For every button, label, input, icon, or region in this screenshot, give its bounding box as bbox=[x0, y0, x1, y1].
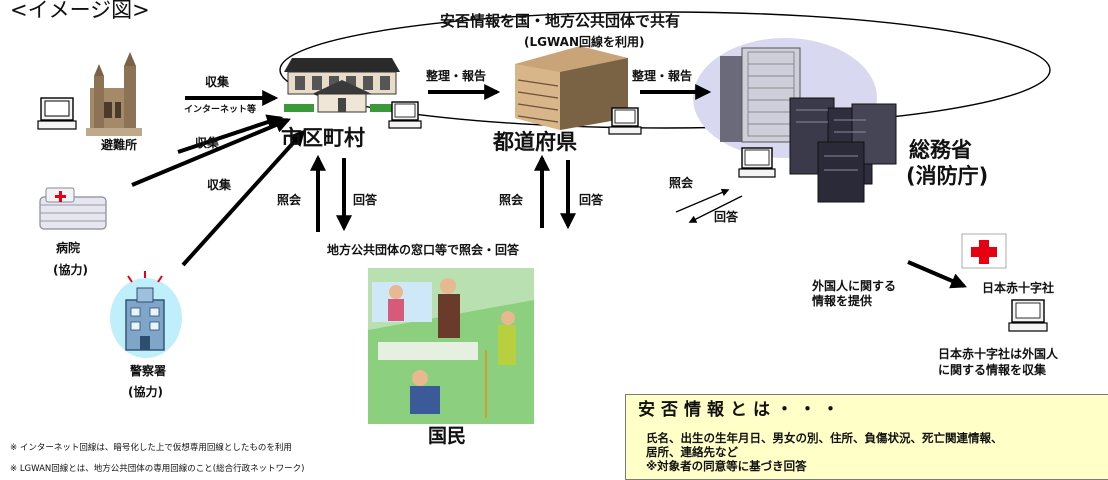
edge-inquiry-pref: 照会 bbox=[499, 193, 524, 207]
edge-foreigner-line2: 情報を提供 bbox=[812, 294, 873, 308]
edge-inquiry-ministry: 照会 bbox=[669, 176, 694, 190]
church-icon bbox=[86, 52, 142, 136]
info-box-line1: 氏名、出生の生年月日、男女の別、住所、負傷状況、死亡関連情報、 bbox=[646, 431, 1003, 445]
node-hospital-note: (協力) bbox=[53, 263, 88, 277]
info-box: 安否情報とは・・・ 氏名、出生の生年月日、男女の別、住所、負傷状況、死亡関連情報… bbox=[625, 394, 1108, 480]
edge-answer-pref: 回答 bbox=[579, 193, 604, 207]
server-rack-icon bbox=[789, 97, 897, 203]
node-ministry-line1: 総務省 bbox=[909, 138, 972, 162]
hospital-icon bbox=[39, 187, 107, 230]
loop-sublabel: (LGWAN回線を利用) bbox=[524, 35, 645, 49]
arrow-shelter2-to-muni bbox=[177, 114, 284, 154]
node-ministry-line2: (消防庁) bbox=[906, 164, 989, 188]
info-box-heading: 安否情報とは・・・ bbox=[638, 400, 845, 420]
edge-answer-ministry: 回答 bbox=[714, 210, 739, 224]
node-red-cross: 日本赤十字社 bbox=[982, 281, 1055, 295]
redcross-note-line2: に関する情報を収集 bbox=[938, 363, 1047, 377]
footnote-1: ※ インターネット回線は、暗号化した上で仮想専用回線としたものを利用 bbox=[10, 443, 292, 453]
node-police: 警察署 bbox=[130, 364, 167, 378]
edge-foreigner-line1: 外国人に関する bbox=[812, 279, 897, 293]
red-cross-icon bbox=[961, 233, 1007, 269]
citizens-illustration bbox=[368, 268, 534, 424]
municipality-pc-icon bbox=[388, 101, 422, 129]
ministry-pc-icon bbox=[738, 147, 776, 178]
edge-inquiry-muni: 照会 bbox=[277, 193, 302, 207]
footnote-2: ※ LGWAN回線とは、地方公共団体の専用回線のこと(総合行政ネットワーク) bbox=[10, 464, 305, 474]
node-citizens: 国民 bbox=[428, 425, 467, 447]
municipality-building-icon bbox=[284, 58, 400, 113]
edge-collect-police: 収集 bbox=[207, 178, 232, 192]
node-prefecture: 都道府県 bbox=[493, 130, 577, 154]
edge-answer-muni: 回答 bbox=[353, 193, 378, 207]
info-box-line2: 居所、連絡先など bbox=[646, 445, 738, 459]
arrow-police-to-muni bbox=[181, 129, 306, 267]
edge-window-label: 地方公共団体の窓口等で照会・回答 bbox=[327, 243, 520, 257]
node-police-note: (協力) bbox=[128, 385, 163, 399]
info-box-line3: ※対象者の同意等に基づき回答 bbox=[646, 459, 807, 473]
edge-arrange-report-2: 整理・報告 bbox=[632, 69, 693, 83]
prefecture-building-icon bbox=[515, 46, 628, 130]
edge-collect: 収集 bbox=[205, 75, 230, 89]
shelter-pc-icon bbox=[37, 97, 77, 130]
node-municipality: 市区町村 bbox=[281, 126, 365, 150]
diagram-title: <イメージ図> bbox=[10, 0, 150, 22]
arrow-answer-ministry bbox=[688, 195, 743, 223]
redcross-pc-icon bbox=[1008, 299, 1048, 332]
loop-label: 安否情報を国・地方公共団体で共有 bbox=[440, 12, 681, 30]
prefecture-pc-icon bbox=[608, 107, 642, 135]
arrow-inquiry-ministry bbox=[675, 188, 730, 213]
ministry-building-icon bbox=[720, 47, 801, 143]
redcross-note-line1: 日本赤十字社は外国人 bbox=[938, 347, 1059, 361]
edge-arrange-report-1: 整理・報告 bbox=[426, 69, 487, 83]
lgwan-loop bbox=[279, 11, 1051, 129]
edge-internet: インターネット等 bbox=[184, 105, 257, 115]
arrow-hospital-to-muni bbox=[131, 117, 291, 187]
node-shelter: 避難所 bbox=[101, 138, 138, 152]
arrow-to-redcross bbox=[907, 260, 967, 289]
node-hospital: 病院 bbox=[56, 241, 81, 255]
edge-collect-hospital: 収集 bbox=[195, 136, 220, 150]
police-icon bbox=[110, 271, 182, 358]
